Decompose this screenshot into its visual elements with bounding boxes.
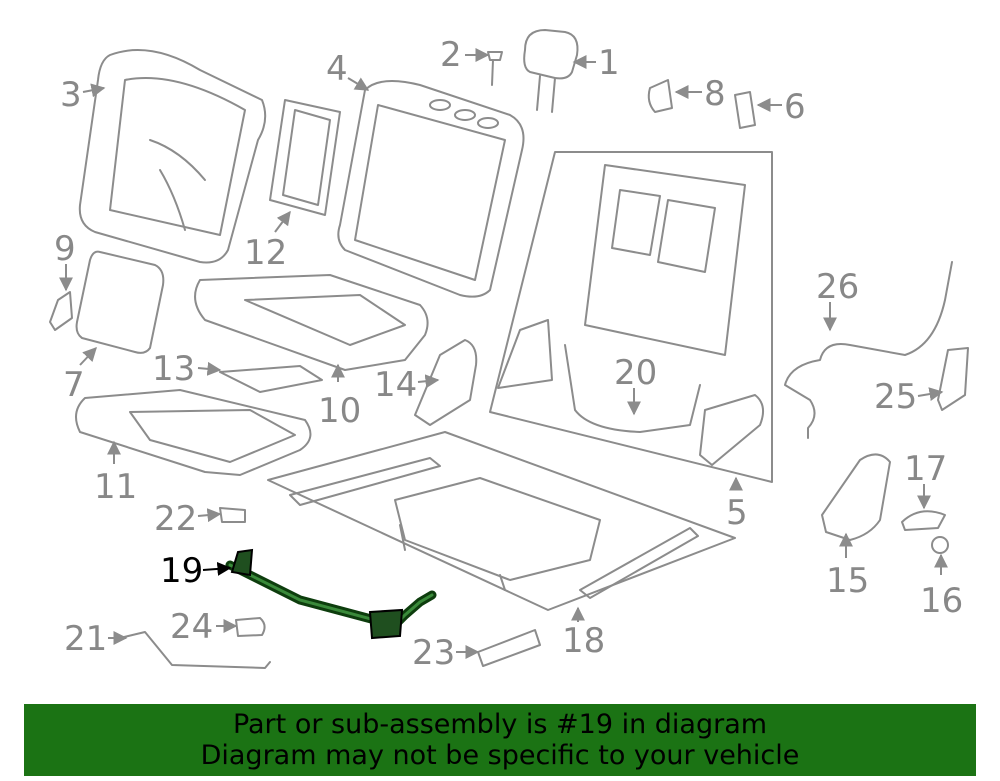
callout-24: 24 bbox=[170, 607, 238, 647]
banner-line-1: Part or sub-assembly is #19 in diagram bbox=[232, 709, 768, 740]
callout-9: 9 bbox=[54, 229, 76, 292]
banner-line-2: Diagram may not be specific to your vehi… bbox=[200, 740, 800, 771]
callout-label: 12 bbox=[244, 233, 287, 273]
callout-4: 4 bbox=[326, 49, 370, 91]
callout-18: 18 bbox=[562, 606, 605, 661]
callout-label: 25 bbox=[874, 377, 917, 417]
callout-1: 1 bbox=[572, 43, 620, 83]
headrest-guide bbox=[487, 51, 503, 86]
frame-box-5 bbox=[489, 151, 773, 483]
callout-21: 21 bbox=[64, 619, 128, 659]
callout-7: 7 bbox=[63, 346, 97, 405]
seat-back-right bbox=[337, 80, 525, 298]
callout-2: 2 bbox=[440, 35, 490, 75]
callout-12: 12 bbox=[244, 210, 291, 273]
callout-label: 5 bbox=[726, 493, 748, 533]
callout-label: 15 bbox=[826, 561, 869, 601]
clip-8 bbox=[647, 79, 673, 113]
wire-harness-26 bbox=[784, 261, 953, 439]
callout-label: 13 bbox=[152, 349, 195, 389]
callout-label: 6 bbox=[784, 87, 806, 127]
callout-label: 14 bbox=[374, 365, 417, 405]
headrest bbox=[523, 29, 579, 113]
callout-label: 7 bbox=[63, 365, 85, 405]
back-panel-7 bbox=[75, 250, 165, 354]
callout-label-highlighted: 19 bbox=[160, 551, 203, 591]
callout-20: 20 bbox=[614, 353, 657, 416]
callout-15: 15 bbox=[826, 532, 869, 601]
callout-label: 4 bbox=[326, 49, 348, 89]
callout-26: 26 bbox=[816, 267, 859, 332]
seat-back-left bbox=[78, 49, 267, 264]
callout-8: 8 bbox=[674, 74, 726, 114]
callout-label: 11 bbox=[94, 467, 137, 507]
clip-22 bbox=[219, 507, 246, 523]
seat-cushion-lower bbox=[75, 389, 312, 476]
callout-23: 23 bbox=[412, 633, 480, 673]
clip-24 bbox=[235, 617, 266, 637]
callout-label: 18 bbox=[562, 621, 605, 661]
callout-label: 20 bbox=[614, 353, 657, 393]
callout-14: 14 bbox=[374, 365, 440, 405]
trim-cover-25 bbox=[937, 347, 969, 411]
callout-13: 13 bbox=[152, 349, 222, 389]
trim-panel bbox=[269, 99, 341, 216]
callout-label: 8 bbox=[704, 74, 726, 114]
callout-10: 10 bbox=[318, 363, 361, 431]
block-23 bbox=[477, 629, 541, 667]
callout-label: 2 bbox=[440, 35, 462, 75]
callout-label: 21 bbox=[64, 619, 107, 659]
callout-label: 9 bbox=[54, 229, 76, 269]
callout-label: 24 bbox=[170, 607, 213, 647]
rod-21 bbox=[119, 631, 271, 669]
callout-label: 17 bbox=[904, 449, 947, 489]
callout-label: 22 bbox=[154, 499, 197, 539]
highlighted-part-19[interactable] bbox=[225, 548, 437, 640]
callout-label: 26 bbox=[816, 267, 859, 307]
callout-label: 1 bbox=[598, 43, 620, 83]
clip-6 bbox=[734, 91, 756, 129]
recliner-cover-15 bbox=[821, 453, 891, 541]
callout-label: 23 bbox=[412, 633, 455, 673]
base-frame-18 bbox=[267, 431, 736, 611]
callout-22: 22 bbox=[154, 499, 222, 539]
callout-label: 3 bbox=[60, 75, 82, 115]
bracket-9 bbox=[49, 291, 73, 331]
callout-17: 17 bbox=[904, 449, 947, 510]
side-bracket-14 bbox=[414, 339, 478, 426]
callout-19: 19 bbox=[160, 551, 232, 591]
seat-cushion-upper bbox=[194, 274, 429, 371]
button-16 bbox=[931, 536, 949, 554]
callout-5: 5 bbox=[726, 476, 748, 533]
callout-label: 16 bbox=[920, 581, 963, 621]
callout-16: 16 bbox=[920, 553, 963, 621]
info-banner: Part or sub-assembly is #19 in diagram D… bbox=[24, 704, 976, 776]
callout-11: 11 bbox=[94, 440, 137, 507]
callout-label: 10 bbox=[318, 391, 361, 431]
parts-diagram: 1 2 3 4 5 6 7 8 9 10 11 12 bbox=[49, 29, 969, 673]
callout-25: 25 bbox=[874, 377, 944, 417]
callout-3: 3 bbox=[60, 75, 106, 115]
callout-6: 6 bbox=[756, 87, 806, 127]
knob-17 bbox=[901, 510, 946, 531]
pad-13 bbox=[219, 365, 323, 393]
